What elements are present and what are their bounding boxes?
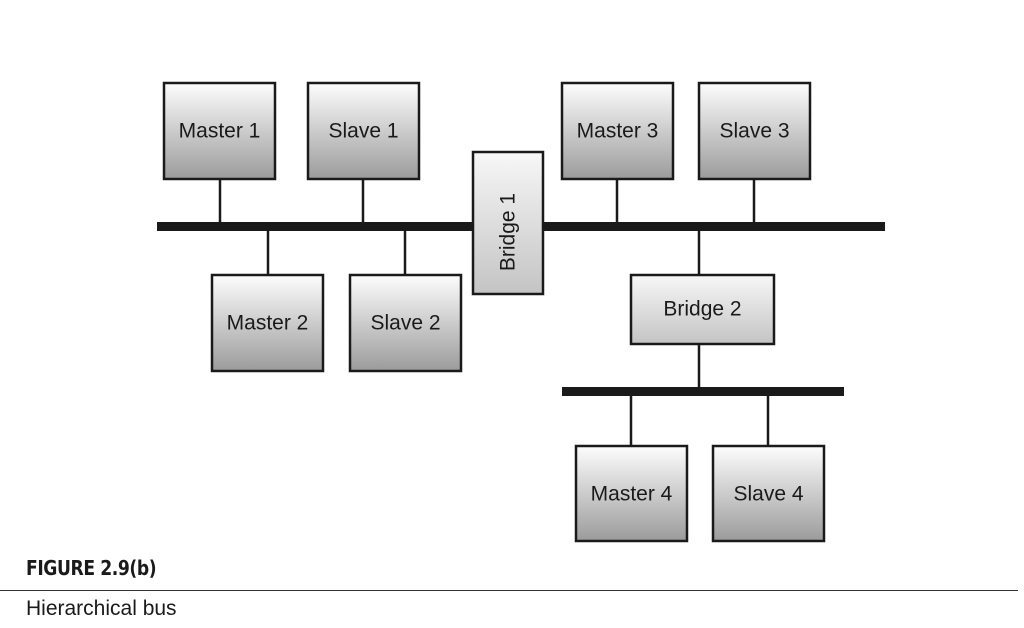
node-label-bridge-1: Bridge 1 <box>497 193 520 271</box>
bus-connectors <box>218 180 770 445</box>
node-slave-2: Slave 2 <box>348 273 463 373</box>
node-slave-4: Slave 4 <box>711 444 826 543</box>
node-master-2: Master 2 <box>210 273 325 373</box>
node-label-slave-1: Slave 1 <box>328 120 398 143</box>
node-slave-3: Slave 3 <box>697 81 812 181</box>
node-label-bridge-2: Bridge 2 <box>663 298 741 321</box>
node-label-slave-2: Slave 2 <box>370 312 440 335</box>
node-label-master-4: Master 4 <box>591 483 673 506</box>
node-label-slave-4: Slave 4 <box>733 483 803 506</box>
figure-number: FIGURE 2.9(b) <box>26 556 157 580</box>
node-master-3: Master 3 <box>560 81 675 181</box>
figure-caption: Hierarchical bus <box>26 597 177 620</box>
node-slave-1: Slave 1 <box>306 81 421 181</box>
hierarchical-bus-diagram: Master 1 Slave 1 Master 2 Slave 2 Bridge… <box>157 81 885 543</box>
bus-lower <box>562 387 844 396</box>
node-bridge-1: Bridge 1 <box>471 150 545 296</box>
node-bridge-2: Bridge 2 <box>629 273 776 346</box>
node-master-4: Master 4 <box>574 444 689 543</box>
node-label-master-2: Master 2 <box>227 312 309 335</box>
node-master-1: Master 1 <box>162 81 277 181</box>
node-label-master-1: Master 1 <box>179 120 261 143</box>
node-label-master-3: Master 3 <box>577 120 659 143</box>
node-label-slave-3: Slave 3 <box>719 120 789 143</box>
caption-divider <box>0 590 1018 591</box>
